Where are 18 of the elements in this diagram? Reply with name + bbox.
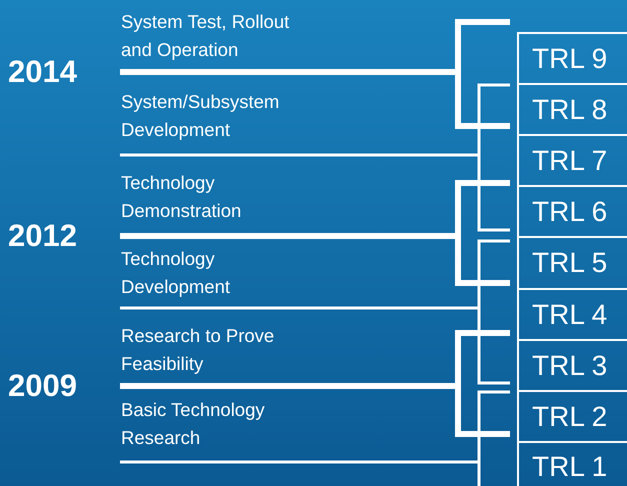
phase-label: System/Subsystem Development xyxy=(121,88,301,144)
phase-label: System Test, Rollout and Operation xyxy=(121,8,301,64)
phase-label: Technology Demonstration xyxy=(121,169,301,225)
year-label: 2012 xyxy=(8,220,77,251)
trl-level-box: TRL 7 xyxy=(517,134,627,185)
year-label: 2009 xyxy=(8,370,77,401)
trl-level-box: TRL 2 xyxy=(517,390,627,441)
trl-level-box: TRL 1 xyxy=(517,441,627,486)
phase-label: Technology Development xyxy=(121,245,301,301)
phase-label: Research to Prove Feasibility xyxy=(121,322,301,378)
phase-label: Basic Technology Research xyxy=(121,396,301,452)
trl-level-box: TRL 3 xyxy=(517,339,627,390)
trl-level-box: TRL 5 xyxy=(517,236,627,288)
trl-level-box: TRL 8 xyxy=(517,83,627,134)
trl-level-box: TRL 6 xyxy=(517,185,627,236)
year-label: 2014 xyxy=(8,56,77,87)
trl-level-box: TRL 4 xyxy=(517,288,627,339)
trl-level-box: TRL 9 xyxy=(517,32,627,83)
